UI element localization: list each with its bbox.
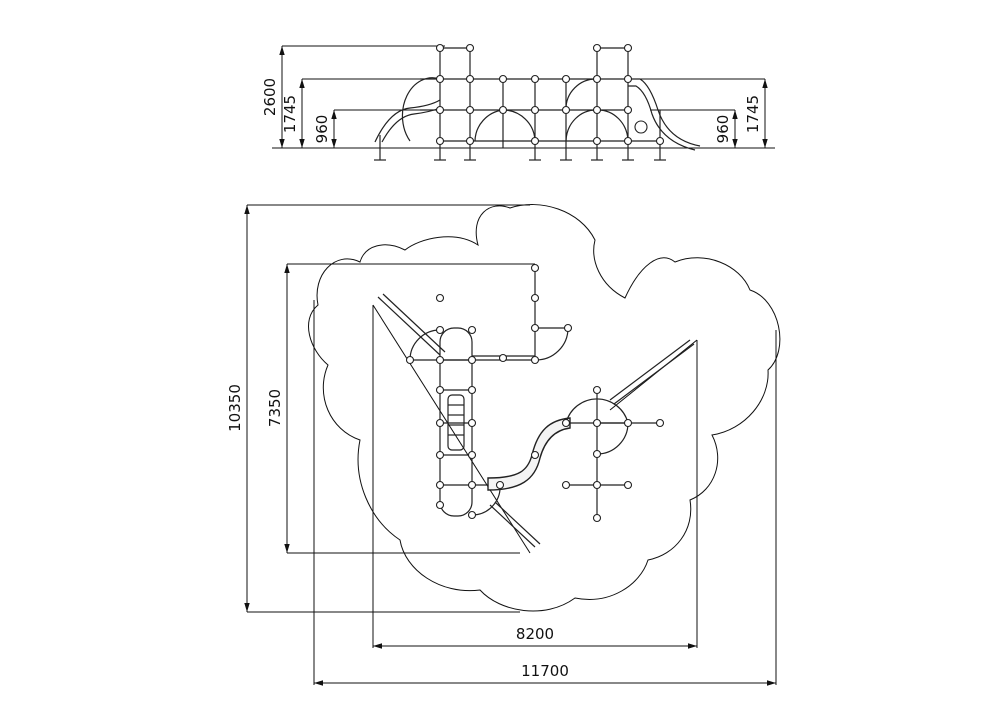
dim-label-11700: 11700 (521, 662, 569, 680)
plan-view: 10350 7350 8200 11700 (226, 204, 781, 686)
elevation-view: 2600 1745 960 960 1745 (261, 43, 775, 161)
dim-label-10350: 10350 (226, 384, 244, 432)
safety-zone-outline (308, 204, 781, 612)
dim-label-8200: 8200 (516, 625, 554, 643)
dim-label-7350: 7350 (266, 389, 284, 427)
elevation-nodes (435, 43, 665, 146)
plan-structure (377, 268, 695, 548)
dim-label-960-right: 960 (714, 115, 732, 144)
dim-label-1745-right: 1745 (744, 95, 762, 133)
dim-label-960-left: 960 (313, 115, 331, 144)
dim-label-2600: 2600 (261, 78, 279, 116)
dim-label-1745-left: 1745 (281, 95, 299, 133)
plan-nodes (405, 263, 665, 523)
